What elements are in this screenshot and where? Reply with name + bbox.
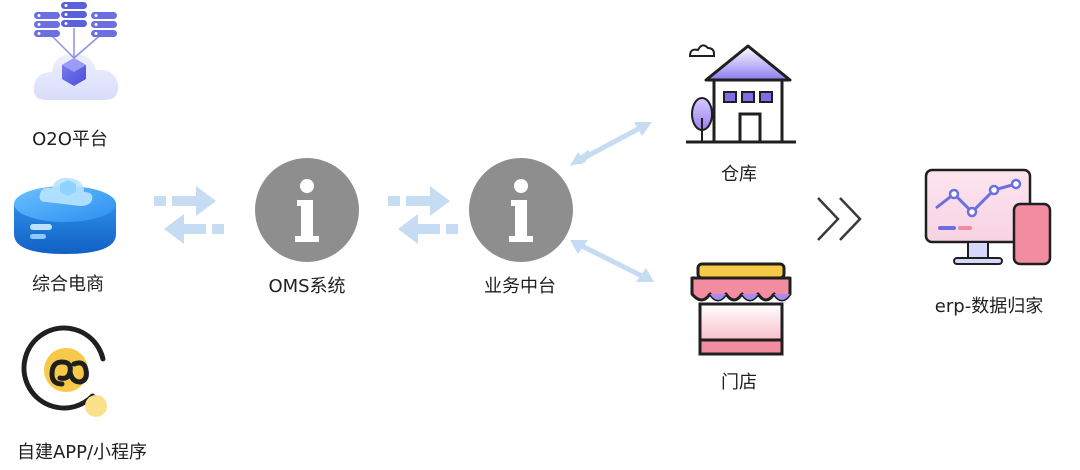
mini-program-icon: [12, 322, 112, 422]
double-arrow-oms-middle-icon: [384, 180, 464, 246]
middle-info-icon: [467, 156, 575, 264]
ecommerce-disk-icon: [10, 168, 120, 260]
source-label-o2o: O2O平台: [32, 129, 108, 150]
oms-label: OMS系统: [268, 276, 346, 297]
middle-label: 业务中台: [484, 276, 556, 297]
warehouse-house-icon: [686, 40, 796, 146]
source-label-ecommerce: 综合电商: [32, 274, 104, 295]
warehouse-label: 仓库: [721, 164, 757, 185]
store-label: 门店: [721, 372, 757, 393]
arrow-middle-warehouse-icon: [566, 118, 656, 170]
source-label-mini-program: 自建APP/小程序: [16, 442, 148, 463]
double-arrow-sources-oms-icon: [150, 180, 230, 246]
server-cloud-icon: [28, 0, 128, 112]
oms-info-icon: [253, 156, 361, 264]
monitor-chart-icon: [920, 164, 1056, 272]
store-awning-icon: [688, 260, 794, 358]
arrow-middle-store-icon: [566, 236, 658, 286]
erp-label: erp-数据归家: [934, 296, 1044, 317]
double-chevron-right-icon: [812, 194, 868, 244]
